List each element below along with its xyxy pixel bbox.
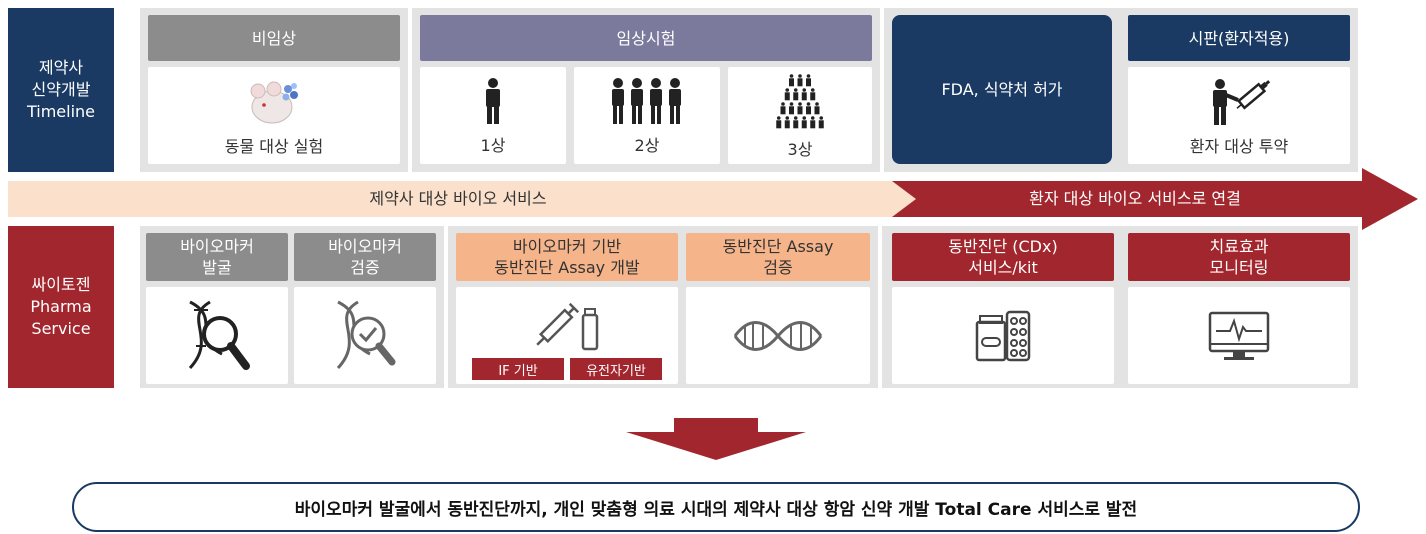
timeline-label-line3: Timeline bbox=[26, 102, 96, 121]
cdx-header: 동반진단 (CDx) 서비스/kit bbox=[892, 233, 1114, 281]
market-card: 환자 대상 투약 bbox=[1128, 67, 1350, 164]
monitoring-line2: 모니터링 bbox=[1209, 258, 1269, 277]
arrow-right-text: 환자 대상 바이오 서비스로 연결 bbox=[1029, 189, 1241, 208]
group-people-icon bbox=[607, 76, 687, 126]
lab-mouse-icon bbox=[244, 75, 304, 127]
validation-header: 바이오마커 검증 bbox=[294, 233, 436, 281]
discovery-line1: 바이오마커 bbox=[180, 237, 254, 256]
phase1-caption: 1상 bbox=[480, 135, 506, 155]
phase1-card: 1상 bbox=[420, 67, 566, 164]
syringe-vial-icon bbox=[527, 299, 607, 351]
discovery-card bbox=[146, 287, 288, 384]
nonclinical-header-label: 비임상 bbox=[251, 28, 297, 48]
monitoring-line1: 치료효과 bbox=[1209, 237, 1269, 256]
pharma-label-line1: 싸이토젠 bbox=[31, 275, 91, 294]
single-person-icon bbox=[473, 76, 513, 126]
market-header-label: 시판(환자적용) bbox=[1188, 28, 1290, 48]
cdx-line1: 동반진단 (CDx) bbox=[948, 237, 1058, 256]
dna-check-icon bbox=[330, 298, 400, 374]
assay-valid-line2: 검증 bbox=[763, 258, 793, 277]
market-header: 시판(환자적용) bbox=[1128, 15, 1350, 61]
approval-text: FDA, 식약처 허가 bbox=[941, 80, 1063, 99]
market-caption: 환자 대상 투약 bbox=[1189, 136, 1289, 156]
assay-valid-card bbox=[686, 287, 870, 384]
timeline-label-line2: 신약개발 bbox=[31, 80, 91, 99]
arrow-dark-shaft bbox=[892, 168, 1418, 230]
nonclinical-header: 비임상 bbox=[148, 15, 400, 61]
assay-valid-line1: 동반진단 Assay bbox=[722, 237, 834, 256]
pharma-label-line3: Service bbox=[31, 319, 91, 338]
assay-dev-header: 바이오마커 기반 동반진단 Assay 개발 bbox=[456, 233, 678, 281]
monitoring-header: 치료효과 모니터링 bbox=[1128, 233, 1350, 281]
approval-box: FDA, 식약처 허가 bbox=[892, 15, 1112, 164]
assay-valid-header: 동반진단 Assay 검증 bbox=[686, 233, 870, 281]
assay-dev-line1: 바이오마커 기반 bbox=[512, 237, 622, 256]
assay-dev-line2: 동반진단 Assay 개발 bbox=[494, 258, 640, 277]
pharma-label-line2: Pharma bbox=[30, 297, 92, 316]
conclusion-text: 바이오마커 발굴에서 동반진단까지, 개인 맞춤형 의료 시대의 제약사 대상 … bbox=[294, 499, 1138, 520]
heart-monitor-icon bbox=[1206, 309, 1272, 363]
conclusion-box: 바이오마커 발굴에서 동반진단까지, 개인 맞춤형 의료 시대의 제약사 대상 … bbox=[72, 482, 1360, 532]
cdx-card bbox=[892, 287, 1114, 384]
phase2-card: 2상 bbox=[574, 67, 720, 164]
arrow-light-band bbox=[8, 181, 916, 217]
validation-line2: 검증 bbox=[350, 258, 380, 277]
down-arrow bbox=[626, 418, 806, 460]
clinical-header-label: 임상시험 bbox=[616, 28, 676, 48]
phase3-caption: 3상 bbox=[787, 139, 813, 159]
arrow-left-text: 제약사 대상 바이오 서비스 bbox=[369, 189, 547, 208]
cdx-line2: 서비스/kit bbox=[968, 258, 1038, 277]
tag-if-based: IF 기반 bbox=[472, 358, 564, 380]
phase2-caption: 2상 bbox=[634, 135, 660, 155]
nonclinical-caption: 동물 대상 실험 bbox=[224, 136, 324, 156]
crowd-pyramid-icon bbox=[770, 72, 830, 130]
pharma-service-label-box: 싸이토젠 Pharma Service bbox=[8, 226, 114, 388]
validation-card bbox=[294, 287, 436, 384]
person-syringe-icon bbox=[1204, 75, 1274, 127]
timeline-label-box: 제약사 신약개발 Timeline bbox=[8, 8, 114, 172]
discovery-header: 바이오마커 발굴 bbox=[146, 233, 288, 281]
flow-arrow bbox=[8, 168, 1418, 230]
discovery-line2: 발굴 bbox=[202, 258, 232, 277]
medicine-kit-icon bbox=[973, 308, 1033, 364]
phase3-card: 3상 bbox=[728, 67, 872, 164]
tag-gene-based: 유전자기반 bbox=[570, 358, 662, 380]
validation-line1: 바이오마커 bbox=[328, 237, 402, 256]
monitoring-card bbox=[1128, 287, 1350, 384]
clinical-header: 임상시험 bbox=[420, 15, 872, 61]
timeline-label-line1: 제약사 bbox=[38, 58, 84, 77]
nonclinical-card: 동물 대상 실험 bbox=[148, 67, 400, 164]
dna-strand-icon bbox=[733, 316, 823, 356]
dna-magnifier-icon bbox=[182, 298, 252, 374]
